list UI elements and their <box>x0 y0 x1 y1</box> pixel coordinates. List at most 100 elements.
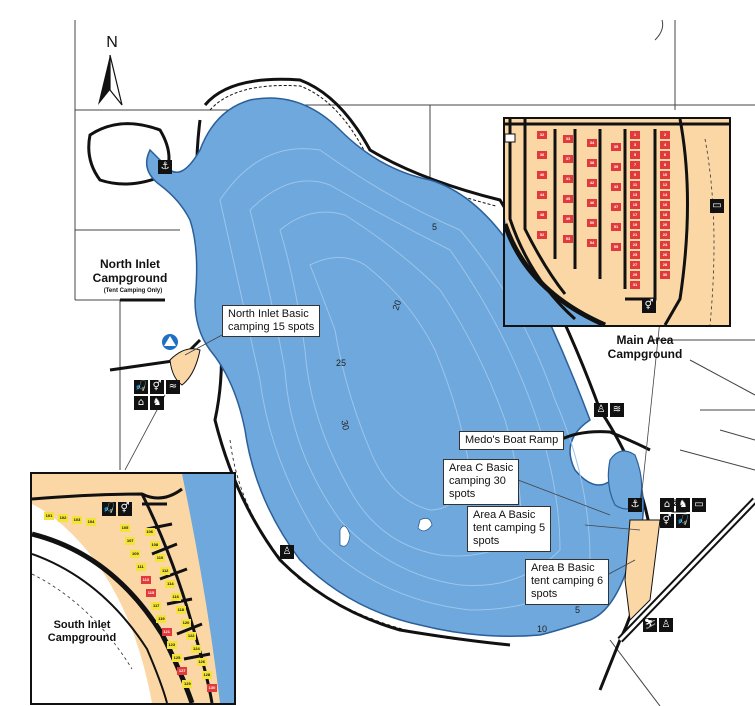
campsite-marker: 8 <box>660 161 670 169</box>
hiking-icon: ♙ <box>280 545 294 559</box>
restroom-icon: ⚥ <box>642 299 656 313</box>
campsite-marker: 124 <box>191 645 202 653</box>
campsite-marker: 115 <box>146 589 156 597</box>
campsite-marker: 51 <box>611 223 621 231</box>
north-inlet-note: (Tent Camping Only) <box>103 288 163 294</box>
campsite-marker: 22 <box>660 231 670 239</box>
hiking-icon: ♙ <box>594 403 608 417</box>
north-inlet-basic-callout: North Inlet Basic camping 15 spots <box>222 305 321 338</box>
campsite-marker: 109 <box>130 550 141 558</box>
area-c-callout: Area C Basic camping 30 spots <box>443 459 520 505</box>
campsite-marker: 116 <box>170 593 181 601</box>
campsite-marker: 105 <box>120 524 130 532</box>
campsite-marker: 125 <box>172 654 182 662</box>
campsite-marker: 48 <box>537 211 547 219</box>
campsite-marker: 45 <box>563 195 573 203</box>
restroom-icon: ⚥ <box>118 502 132 516</box>
campsite-marker: 55 <box>611 243 621 251</box>
campsite-marker: 32 <box>537 131 547 139</box>
campsite-marker: 121 <box>161 628 172 636</box>
restroom-icon: ⚥ <box>150 380 164 394</box>
campsite-marker: 18 <box>660 211 670 219</box>
campsite-marker: 13 <box>630 191 640 199</box>
campsite-marker: 12 <box>660 181 670 189</box>
fishing-icon: 🎣 <box>102 502 116 516</box>
campsite-marker: 108 <box>149 541 160 549</box>
campsite-marker: 46 <box>587 199 597 207</box>
north-inlet-campground-label: North Inlet Campground <box>92 257 168 285</box>
campsite-marker: 1 <box>630 131 640 139</box>
restroom-icon: ⚥ <box>660 514 674 528</box>
campsite-marker: 49 <box>563 215 573 223</box>
rv-icon: ▭ <box>692 498 706 512</box>
boat-ramp-icon: ⚓ <box>628 498 642 512</box>
campsite-marker: 123 <box>166 641 177 649</box>
fishing-icon: 🎣 <box>676 514 690 528</box>
campsite-marker: 127 <box>177 667 188 675</box>
picnic-icon: ♞ <box>150 396 164 410</box>
campsite-marker: 102 <box>58 514 68 522</box>
campsite-marker: 117 <box>151 602 162 610</box>
campsite-marker: 21 <box>630 231 640 239</box>
picnic-icon: ♞ <box>676 498 690 512</box>
fishing-icon: 🎣 <box>134 380 148 394</box>
campsite-marker: 4 <box>660 141 670 149</box>
campsite-marker: 26 <box>660 251 670 259</box>
campsite-marker: 43 <box>611 183 621 191</box>
campsite-marker: 39 <box>611 163 621 171</box>
boat-icon: ≋ <box>610 403 624 417</box>
campsite-marker: 106 <box>144 528 155 536</box>
north-arrow <box>98 54 123 106</box>
campsite-marker: 114 <box>165 580 176 588</box>
campsite-marker: 27 <box>630 261 640 269</box>
campsite-marker: 10 <box>660 171 670 179</box>
campsite-marker: 6 <box>660 151 670 159</box>
campsite-marker: 130 <box>207 684 217 692</box>
depth-label: 10 <box>537 624 548 634</box>
campsite-marker: 20 <box>660 221 670 229</box>
campsite-marker: 30 <box>660 271 670 279</box>
campsite-marker: 11 <box>630 181 640 189</box>
campsite-marker: 16 <box>660 201 670 209</box>
campsite-marker: 103 <box>72 516 82 524</box>
campsite-marker: 47 <box>611 203 621 211</box>
campsite-marker: 128 <box>201 671 212 679</box>
campsite-marker: 28 <box>660 261 670 269</box>
campsite-marker: 122 <box>186 632 197 640</box>
water-icon: ≈ <box>166 380 180 394</box>
campsite-marker: 44 <box>537 191 547 199</box>
campsite-marker: 129 <box>182 680 193 688</box>
skiing-icon: ⛷ <box>643 618 657 632</box>
campsite-marker: 24 <box>660 241 670 249</box>
campsite-marker: 112 <box>160 567 171 575</box>
campsite-marker: 110 <box>155 554 165 562</box>
campsite-marker: 40 <box>537 171 547 179</box>
campsite-marker: 53 <box>563 235 573 243</box>
depth-label: 5 <box>432 222 438 232</box>
campsite-marker: 52 <box>537 231 547 239</box>
campsite-marker: 15 <box>630 201 640 209</box>
shelter-icon: ⌂ <box>660 498 674 512</box>
campsite-marker: 34 <box>587 139 597 147</box>
campsite-marker: 118 <box>175 606 186 614</box>
south-inlet-inset-graphics <box>32 474 234 703</box>
campsite-marker: 9 <box>630 171 640 179</box>
campsite-marker: 3 <box>630 141 640 149</box>
south-inlet-campground-label: South Inlet Campground <box>47 619 117 644</box>
campsite-marker: 104 <box>86 518 96 526</box>
campsite-marker: 42 <box>587 179 597 187</box>
main-area-inset-graphics <box>505 119 729 325</box>
campsite-marker: 23 <box>630 241 640 249</box>
north-label: N <box>106 34 118 51</box>
campsite-marker: 113 <box>140 576 151 584</box>
depth-label: 25 <box>336 358 347 368</box>
campsite-marker: 38 <box>587 159 597 167</box>
campsite-marker: 25 <box>630 251 640 259</box>
campsite-marker: 33 <box>563 135 573 143</box>
depth-label: 30 <box>339 419 351 431</box>
campsite-marker: 35 <box>611 143 621 151</box>
main-area-campground-label: Main Area Campground <box>607 333 683 361</box>
campsite-marker: 5 <box>630 151 640 159</box>
campsite-marker: 14 <box>660 191 670 199</box>
campsite-marker: 126 <box>196 658 207 666</box>
